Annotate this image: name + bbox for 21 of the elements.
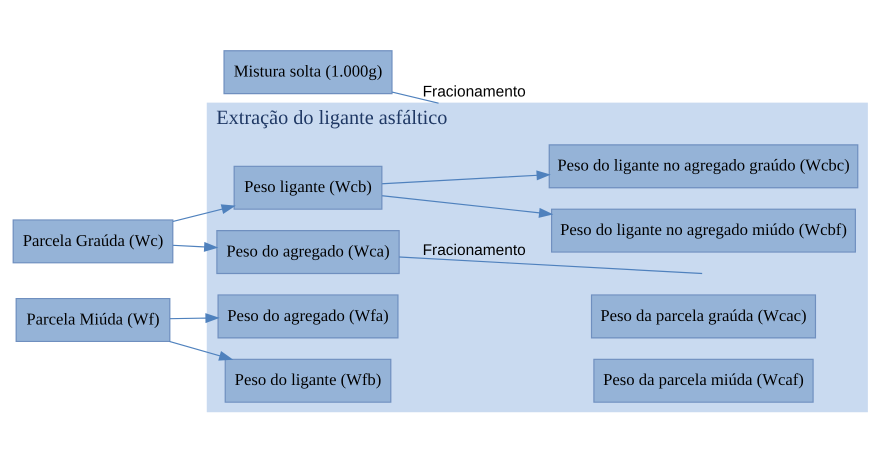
edge-label: Fracionamento bbox=[422, 242, 526, 259]
node-box: Peso do ligante no agregado graúdo (Wcbc) bbox=[548, 144, 858, 188]
node-box: Peso do agregado (Wfa) bbox=[217, 294, 399, 338]
node-box: Peso do ligante no agregado miúdo (Wcbf) bbox=[551, 208, 856, 253]
node-box: Peso da parcela miúda (Wcaf) bbox=[593, 358, 814, 403]
node-box: Peso ligante (Wcb) bbox=[234, 166, 382, 210]
node-box: Peso do agregado (Wca) bbox=[216, 230, 400, 274]
arrow bbox=[172, 204, 236, 222]
connector bbox=[392, 91, 439, 104]
arrow bbox=[170, 313, 220, 324]
node-box: Peso da parcela graúda (Wcac) bbox=[590, 294, 816, 338]
node-box: Peso do ligante (Wfb) bbox=[224, 358, 392, 403]
edge-label: Fracionamento bbox=[422, 84, 526, 101]
arrow bbox=[382, 170, 551, 184]
node-box: Parcela Miúda (Wf) bbox=[16, 298, 170, 342]
arrow bbox=[173, 242, 218, 252]
connector bbox=[399, 256, 702, 274]
arrow bbox=[169, 340, 234, 361]
arrow bbox=[382, 195, 554, 218]
node-box: Parcela Graúda (Wc) bbox=[12, 219, 174, 264]
node-box: Mistura solta (1.000g) bbox=[223, 50, 393, 94]
